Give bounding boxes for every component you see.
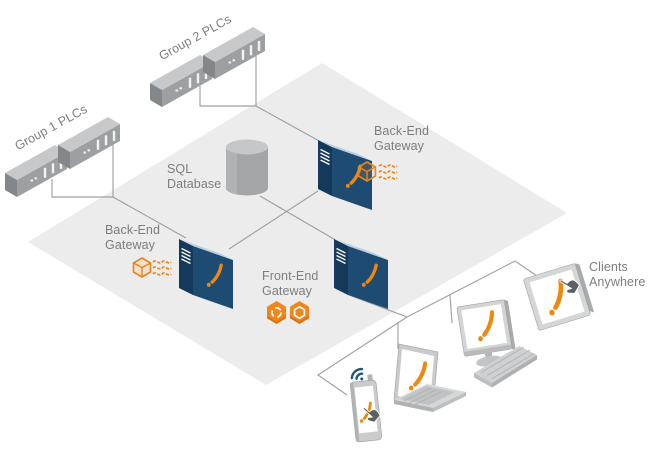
client-bus-line-right bbox=[406, 260, 538, 318]
laptop bbox=[393, 343, 466, 412]
connection-group1-to-backend-left bbox=[51, 145, 114, 198]
frontend-gateway-label: Front-End Gateway bbox=[262, 269, 319, 298]
connection-group2-to-backend-right bbox=[199, 56, 257, 107]
connection-backend-to-backend bbox=[228, 190, 319, 250]
backend-gateway-left-label: Back-End Gateway bbox=[105, 223, 160, 252]
plc-rack bbox=[148, 53, 214, 109]
sql-database-cylinder bbox=[226, 139, 268, 196]
wifi-icon bbox=[350, 367, 364, 381]
backend-gateway-right-label: Back-End Gateway bbox=[374, 124, 429, 153]
sql-database-label: SQL Database bbox=[167, 162, 222, 191]
hexagon-module-icon-outline bbox=[290, 301, 309, 324]
keyboard bbox=[474, 346, 537, 388]
isometric-plane bbox=[28, 63, 567, 385]
client-bus-line-left bbox=[316, 316, 408, 396]
plc-rack bbox=[3, 143, 69, 199]
smartphone bbox=[350, 374, 382, 443]
hexagon-module-icon-refresh bbox=[267, 301, 286, 324]
desktop-monitor bbox=[456, 299, 516, 367]
connection-group1-diagonal bbox=[112, 196, 187, 239]
drop-line-desktop bbox=[449, 294, 453, 324]
connection-database-to-frontend bbox=[259, 195, 340, 243]
cube-module-icon bbox=[132, 257, 152, 278]
connection-group2-diagonal bbox=[255, 105, 322, 143]
cube-module-icon bbox=[357, 161, 377, 182]
monitor-screen bbox=[461, 304, 507, 349]
frontend-gateway-badges bbox=[267, 301, 309, 324]
clients-anywhere-label: Clients Anywhere bbox=[589, 260, 646, 289]
clients-anywhere-monitor bbox=[523, 263, 595, 331]
